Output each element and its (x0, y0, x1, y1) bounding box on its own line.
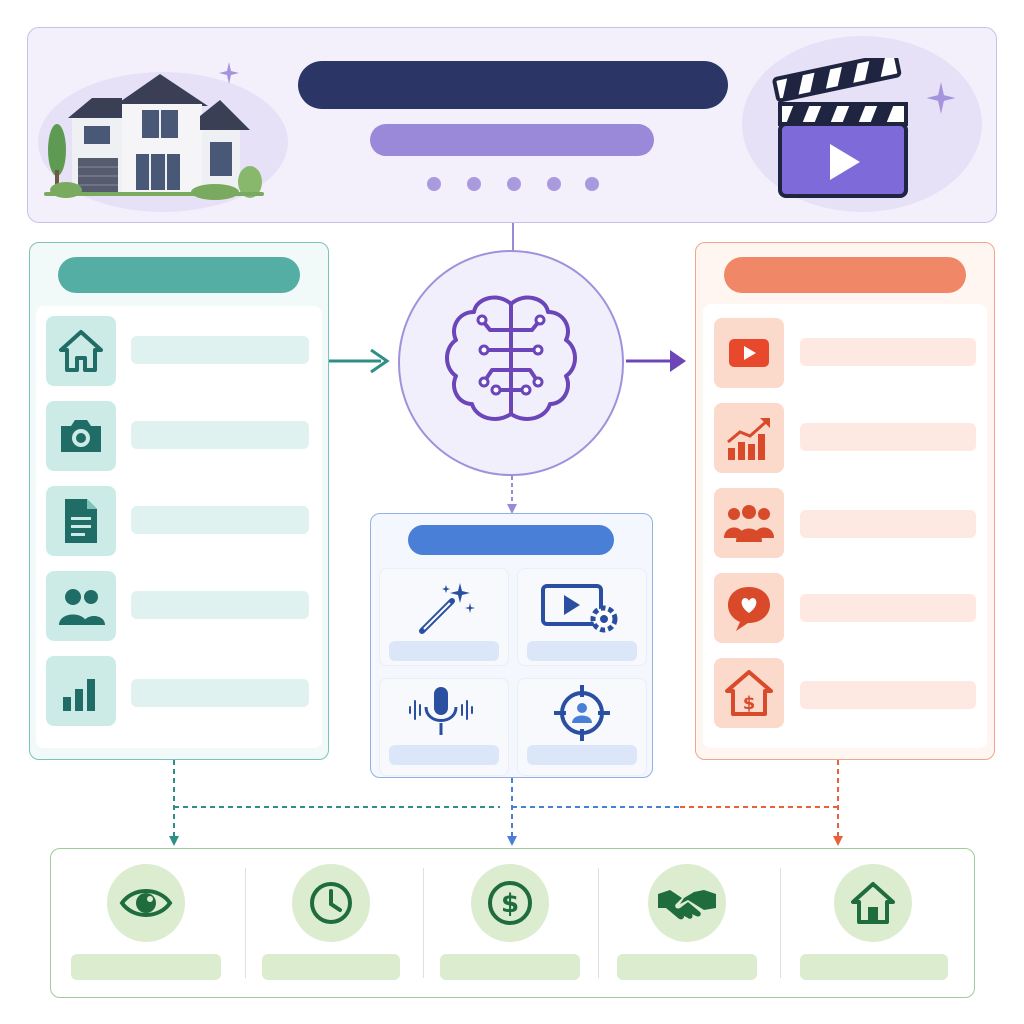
tool-label-bar (389, 641, 499, 661)
benefit-label-bar (71, 954, 221, 980)
benefit-eye[interactable] (107, 864, 185, 942)
document-icon (65, 499, 97, 543)
growth-chart-icon (727, 418, 770, 460)
pagination-dot[interactable] (507, 177, 521, 191)
input-row-home[interactable] (46, 316, 116, 386)
output-row-chat-heart[interactable] (714, 573, 784, 643)
audience-icon (724, 505, 774, 542)
input-row-camera[interactable] (46, 401, 116, 471)
tool-video-settings[interactable] (517, 568, 647, 666)
output-row-label-bar (800, 423, 976, 451)
people-icon (59, 589, 105, 625)
tool-label-bar (527, 745, 637, 765)
input-row-label-bar (131, 506, 309, 534)
pagination-dot[interactable] (467, 177, 481, 191)
benefit-label-bar (440, 954, 580, 980)
benefit-divider (423, 868, 424, 978)
input-row-chart[interactable] (46, 656, 116, 726)
chat-heart-icon (728, 587, 770, 631)
header-subtitle-bar (370, 124, 654, 156)
output-row-label-bar (800, 594, 976, 622)
connector-line (512, 223, 514, 251)
pagination-dot[interactable] (547, 177, 561, 191)
magic-wand-icon (419, 583, 475, 634)
tool-microphone[interactable] (379, 678, 509, 776)
benefit-divider (780, 868, 781, 978)
camera-icon (61, 420, 101, 452)
brain-circuit-icon (445, 295, 577, 421)
benefit-divider (245, 868, 246, 978)
video-settings-icon (541, 584, 618, 633)
arrow-brain-to-tools (507, 476, 517, 514)
benefit-label-bar (617, 954, 757, 980)
house-illustration-icon (44, 74, 264, 200)
output-row-label-bar (800, 338, 976, 366)
house-dollar-icon: $ (725, 670, 773, 716)
clapperboard-icon (772, 58, 908, 198)
output-row-label-bar (800, 510, 976, 538)
input-row-label-bar (131, 336, 309, 364)
benefit-clock[interactable] (292, 864, 370, 942)
video-play-icon (729, 339, 769, 367)
benefit-dollar[interactable]: $ (471, 864, 549, 942)
input-row-label-bar (131, 591, 309, 619)
tool-target-user[interactable] (517, 678, 647, 776)
input-row-label-bar (131, 421, 309, 449)
benefit-divider (598, 868, 599, 978)
input-row-document[interactable] (46, 486, 116, 556)
dollar-icon: $ (488, 881, 532, 925)
tools-panel-title-bar (408, 525, 614, 555)
output-panel-title-bar (724, 257, 966, 293)
benefit-connectors (169, 760, 843, 846)
input-row-people[interactable] (46, 571, 116, 641)
pagination-dot[interactable] (427, 177, 441, 191)
benefit-handshake[interactable] (648, 864, 726, 942)
header-title-bar (298, 61, 728, 109)
svg-text:$: $ (501, 889, 519, 919)
sparkle-icon (219, 62, 239, 84)
arrow-brain-to-output (626, 350, 686, 372)
sparkle-icon (926, 82, 956, 114)
home-icon (851, 882, 895, 924)
output-row-label-bar (800, 681, 976, 709)
svg-text:$: $ (743, 693, 756, 714)
benefit-label-bar (262, 954, 400, 980)
target-user-icon (554, 685, 610, 741)
output-row-house-dollar[interactable]: $ (714, 658, 784, 728)
tool-magic-wand[interactable] (379, 568, 509, 666)
home-icon (59, 330, 103, 372)
input-row-label-bar (131, 679, 309, 707)
tool-label-bar (527, 641, 637, 661)
benefit-home[interactable] (834, 864, 912, 942)
bar-chart-icon (63, 679, 95, 711)
output-row-video[interactable] (714, 318, 784, 388)
handshake-icon (658, 890, 716, 920)
input-panel-title-bar (58, 257, 300, 293)
pagination-dot[interactable] (585, 177, 599, 191)
output-row-audience[interactable] (714, 488, 784, 558)
arrow-input-to-brain (329, 348, 390, 374)
output-row-growth[interactable] (714, 403, 784, 473)
benefit-label-bar (800, 954, 948, 980)
eye-icon (119, 889, 173, 917)
clock-icon (310, 882, 352, 924)
microphone-icon (409, 687, 473, 735)
tool-label-bar (389, 745, 499, 765)
